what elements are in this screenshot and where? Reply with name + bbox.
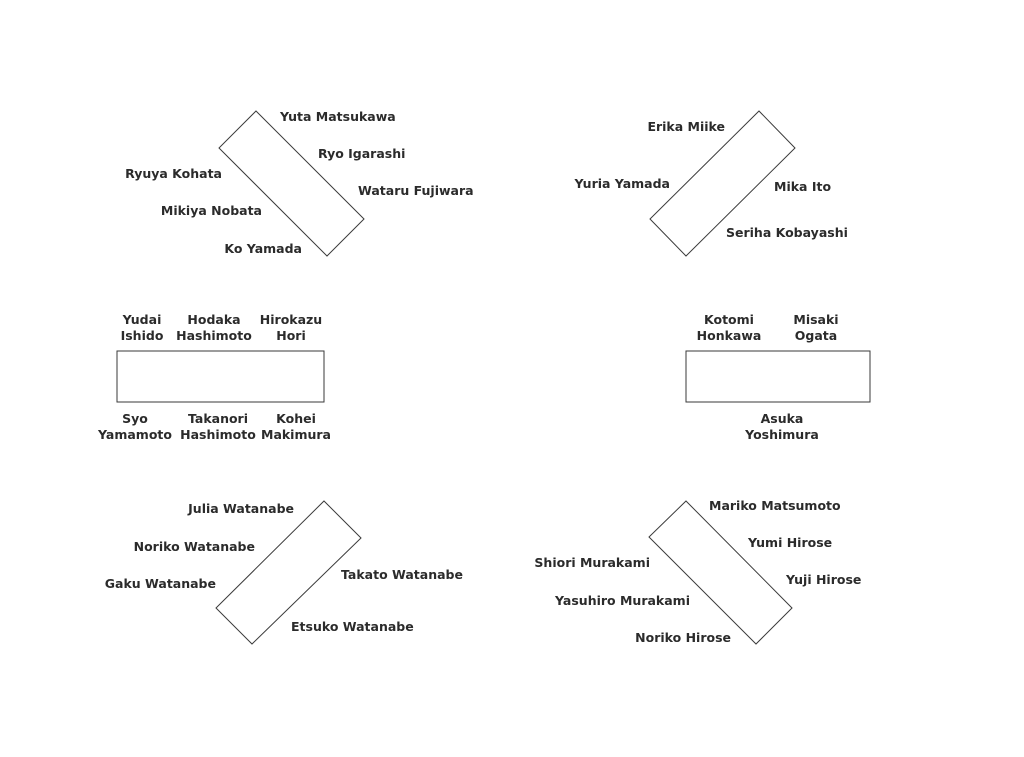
- guest-name: Mika Ito: [774, 179, 831, 194]
- guest-name-line: Hashimoto: [176, 328, 252, 343]
- guest-name-line: Syo: [122, 411, 148, 426]
- guest-name: Julia Watanabe: [187, 501, 294, 516]
- guest-name: Mikiya Nobata: [161, 203, 262, 218]
- guest-name-line: Kotomi: [704, 312, 754, 327]
- guest-name: Mariko Matsumoto: [709, 498, 841, 513]
- guest-name: Noriko Hirose: [635, 630, 731, 645]
- guest-name-line: Yuta Matsukawa: [279, 109, 396, 124]
- guest-name-line: Ko Yamada: [224, 241, 302, 256]
- guest-name-line: Yuji Hirose: [785, 572, 861, 587]
- table-2-shape: [649, 110, 796, 257]
- guest-name: Yuria Yamada: [574, 176, 670, 191]
- guest-name-line: Noriko Hirose: [635, 630, 731, 645]
- guest-name-line: Hirokazu: [260, 312, 322, 327]
- guest-name: Ryo Igarashi: [318, 146, 405, 161]
- guest-name-line: Shiori Murakami: [534, 555, 650, 570]
- guest-name-line: Hashimoto: [180, 427, 256, 442]
- table-3-shape: [116, 350, 325, 403]
- guest-name: Wataru Fujiwara: [358, 183, 474, 198]
- guest-name: Takato Watanabe: [341, 567, 463, 582]
- guest-name-line: Gaku Watanabe: [105, 576, 216, 591]
- guest-name-line: Ishido: [121, 328, 164, 343]
- guest-name: Ko Yamada: [224, 241, 302, 256]
- guest-name-line: Makimura: [261, 427, 331, 442]
- guest-name-line: Hori: [276, 328, 306, 343]
- guest-name-line: Yamamoto: [97, 427, 172, 442]
- guest-name: Yumi Hirose: [747, 535, 832, 550]
- guest-name-line: Yuria Yamada: [574, 176, 670, 191]
- guest-name: Noriko Watanabe: [134, 539, 255, 554]
- table-1-shape: [218, 110, 365, 257]
- guest-name: Gaku Watanabe: [105, 576, 216, 591]
- table-6-shape: [648, 500, 793, 645]
- guest-name-line: Mikiya Nobata: [161, 203, 262, 218]
- guest-name: Yasuhiro Murakami: [554, 593, 690, 608]
- guest-name-line: Mika Ito: [774, 179, 831, 194]
- table-5-shape: [215, 500, 362, 645]
- guest-name-line: Hodaka: [187, 312, 240, 327]
- guest-name-line: Julia Watanabe: [187, 501, 294, 516]
- guest-name-line: Seriha Kobayashi: [726, 225, 848, 240]
- guest-name-line: Wataru Fujiwara: [358, 183, 474, 198]
- guest-name-line: Asuka: [761, 411, 804, 426]
- guest-name: Etsuko Watanabe: [291, 619, 414, 634]
- guest-name-line: Mariko Matsumoto: [709, 498, 841, 513]
- guest-name-line: Yumi Hirose: [747, 535, 832, 550]
- guest-name-line: Ryo Igarashi: [318, 146, 405, 161]
- guest-name: Shiori Murakami: [534, 555, 650, 570]
- guest-name-line: Etsuko Watanabe: [291, 619, 414, 634]
- guest-name-line: Yasuhiro Murakami: [554, 593, 690, 608]
- guest-name-line: Erika Miike: [647, 119, 725, 134]
- guest-name-line: Takato Watanabe: [341, 567, 463, 582]
- guest-name: Yuji Hirose: [785, 572, 861, 587]
- guest-name: Yuta Matsukawa: [279, 109, 396, 124]
- guest-name-line: Kohei: [276, 411, 316, 426]
- guest-name-line: Takanori: [188, 411, 248, 426]
- guest-name-line: Misaki: [793, 312, 838, 327]
- guest-name-line: Ryuya Kohata: [125, 166, 222, 181]
- guest-name-line: Ogata: [795, 328, 837, 343]
- table-4-shape: [685, 350, 871, 403]
- guest-name-line: Noriko Watanabe: [134, 539, 255, 554]
- guest-name: Seriha Kobayashi: [726, 225, 848, 240]
- guest-name-line: Yoshimura: [744, 427, 819, 442]
- guest-name: Erika Miike: [647, 119, 725, 134]
- guest-name: Ryuya Kohata: [125, 166, 222, 181]
- guest-name-line: Yudai: [122, 312, 162, 327]
- guest-name-line: Honkawa: [697, 328, 762, 343]
